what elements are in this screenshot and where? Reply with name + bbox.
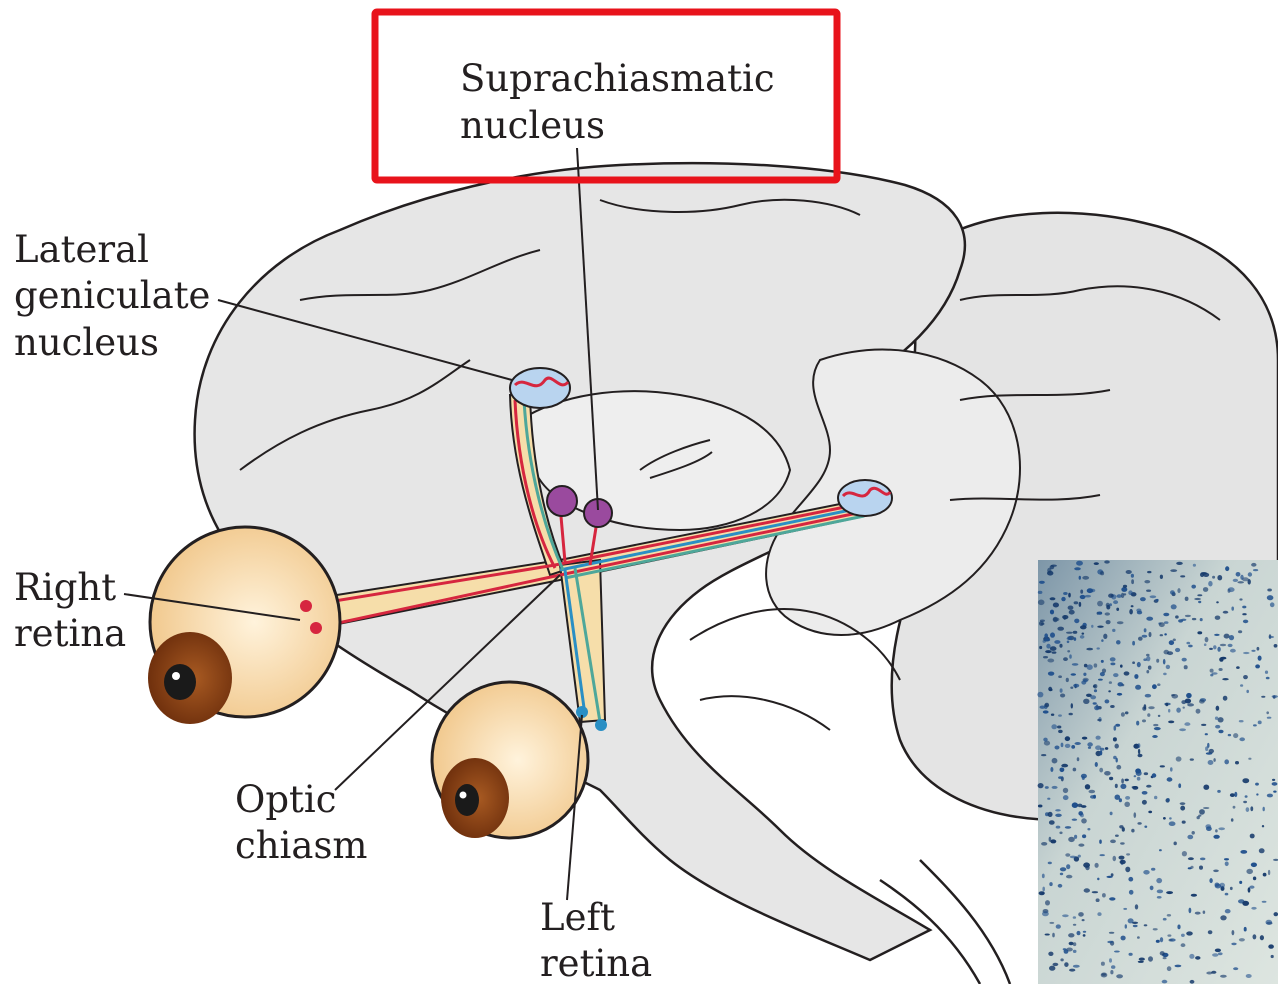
label-right-retina-line1: Right — [14, 566, 116, 609]
label-scn-line1: Suprachiasmatic — [460, 57, 775, 100]
label-lgn-line2: geniculate — [14, 274, 210, 317]
label-left-retina-line2: retina — [540, 942, 652, 984]
right-eye — [148, 527, 340, 724]
label-optic-chiasm-line2: chiasm — [235, 824, 368, 867]
label-scn-line2: nucleus — [460, 104, 605, 147]
label-lgn-line3: nucleus — [14, 321, 159, 364]
label-right-retina-line2: retina — [14, 612, 126, 655]
scn-micrograph-inset — [1037, 560, 1278, 984]
lateral-geniculate-nucleus-left — [510, 368, 570, 408]
label-lgn-line1: Lateral — [14, 228, 149, 271]
lateral-geniculate-nucleus-right — [838, 480, 892, 516]
label-left-retina-line1: Left — [540, 896, 615, 939]
label-optic-chiasm-line1: Optic — [235, 778, 336, 821]
